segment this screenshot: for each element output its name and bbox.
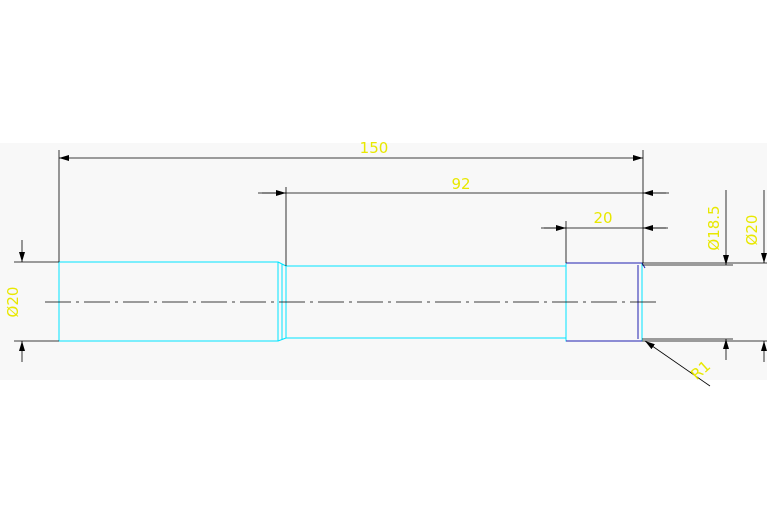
dim-text-right-outer: Ø20 bbox=[743, 215, 761, 246]
dimensions bbox=[14, 150, 767, 387]
dim-text-left-dia: Ø20 bbox=[4, 287, 22, 318]
dim-text-92: 92 bbox=[451, 175, 470, 193]
section-left bbox=[58, 261, 279, 342]
radius-leader bbox=[644, 340, 711, 387]
dim-text-150: 150 bbox=[360, 139, 389, 157]
dim-text-20: 20 bbox=[593, 209, 612, 227]
dim-text-right-inner: Ø18.5 bbox=[705, 205, 723, 250]
